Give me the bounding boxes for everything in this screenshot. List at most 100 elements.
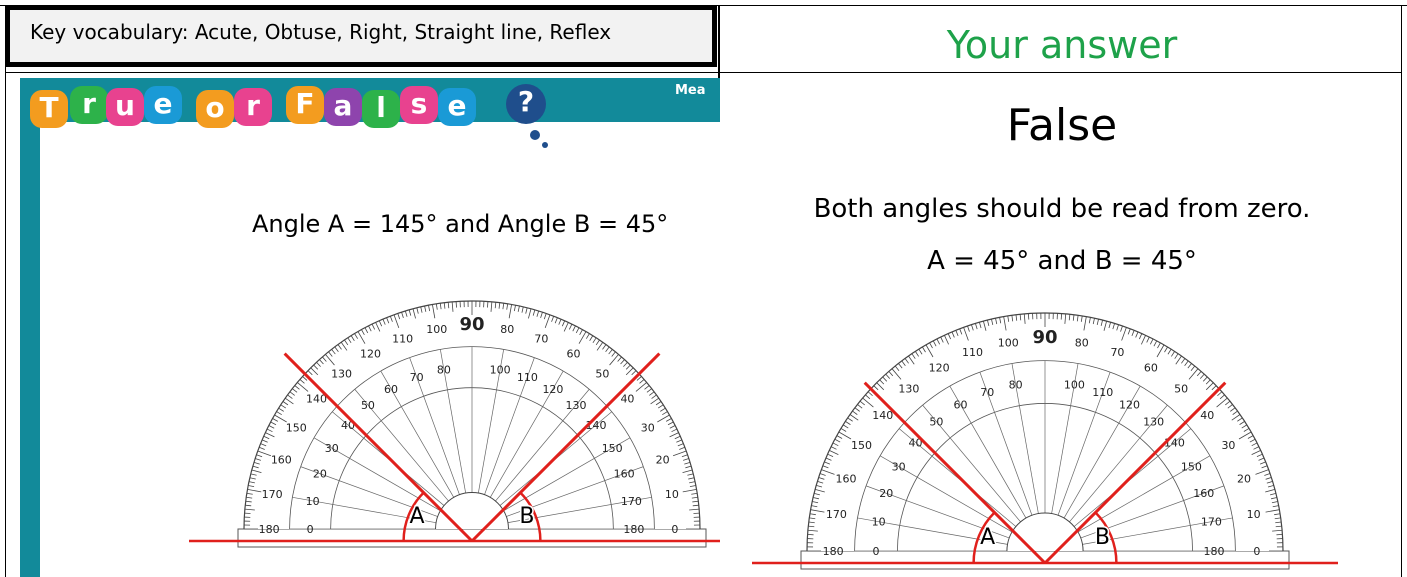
- protractor-tick: [979, 322, 982, 329]
- protractor-tick: [995, 318, 998, 325]
- protractor-tick: [876, 382, 885, 391]
- protractor-tick: [287, 394, 293, 399]
- protractor-tick: [1205, 379, 1211, 385]
- protractor-inner-number: 160: [614, 468, 635, 481]
- protractor-tick: [898, 363, 903, 369]
- protractor-tick: [364, 327, 369, 334]
- protractor-tick: [1253, 446, 1260, 450]
- red-angle-arm: [470, 352, 661, 543]
- protractor-tick: [265, 432, 275, 438]
- protractor-tick: [894, 365, 900, 371]
- protractor-inner-number: 100: [1064, 379, 1085, 392]
- protractor-tick: [589, 335, 594, 341]
- protractor-tick: [428, 305, 431, 312]
- protractor-tick: [983, 321, 987, 331]
- protractor-inner-number: 130: [566, 399, 587, 412]
- protractor-tick: [1096, 319, 1099, 326]
- protractor-inner-number: 50: [929, 416, 943, 429]
- protractor-tick: [563, 322, 569, 332]
- protractor-radial-line: [1082, 517, 1233, 545]
- protractor-tick: [605, 346, 610, 352]
- protractor-tick: [857, 404, 863, 409]
- protractor-tick: [259, 446, 265, 450]
- protractor-tick: [397, 313, 401, 320]
- protractor-tick: [325, 354, 335, 366]
- protractor-tick: [1241, 424, 1248, 429]
- protractor-tick: [313, 364, 319, 370]
- protractor-tick: [302, 376, 308, 381]
- protractor-tick: [248, 481, 255, 484]
- protractor-tick: [1265, 489, 1275, 493]
- protractor-tick: [1112, 323, 1115, 330]
- protractor-tick: [1256, 453, 1263, 458]
- angle-b-arc: [519, 491, 542, 542]
- protractor-outer-number: 60: [566, 347, 580, 360]
- protractor-tick: [671, 428, 678, 433]
- protractor-tick: [251, 469, 262, 473]
- protractor-tick: [620, 359, 625, 365]
- protractor-tick: [991, 319, 994, 326]
- protractor-tick: [812, 501, 819, 504]
- protractor-radial-line: [489, 370, 564, 498]
- protractor-tick: [1190, 365, 1196, 371]
- protractor-tick: [494, 302, 497, 309]
- protractor-radial-line: [292, 496, 437, 524]
- protractor-tick: [375, 322, 381, 332]
- protractor-tick: [691, 496, 698, 499]
- protractor-tick: [578, 331, 587, 344]
- protractor-tick: [689, 481, 696, 484]
- banner-letter: r: [70, 86, 108, 124]
- protractor-tick: [354, 333, 359, 339]
- protractor-tick: [517, 305, 520, 312]
- protractor-inner-number: 130: [1143, 416, 1164, 429]
- protractor-outer-number: 160: [271, 454, 292, 467]
- banner-letter: T: [30, 90, 68, 128]
- protractor-outer-number: 110: [392, 332, 413, 345]
- protractor-inner-number: 70: [410, 371, 424, 384]
- protractor-tick: [1146, 336, 1150, 343]
- protractor-tick: [808, 525, 815, 528]
- protractor-inner-number: 10: [872, 516, 886, 529]
- protractor-tick: [1261, 465, 1268, 469]
- protractor-tick: [932, 340, 937, 347]
- protractor-tick: [1258, 457, 1265, 461]
- protractor-tick: [1068, 314, 1071, 321]
- protractor-tick: [1202, 376, 1208, 382]
- protractor-tick: [987, 319, 990, 326]
- protractor-outer-number: 0: [671, 523, 678, 536]
- protractor-radial-line: [865, 485, 1010, 539]
- protractor-tick: [959, 328, 963, 335]
- protractor-tick: [1271, 501, 1278, 504]
- protractor-radial-line: [1011, 363, 1039, 514]
- protractor-outer-number: 130: [898, 383, 919, 396]
- protractor-tick: [1171, 351, 1175, 357]
- protractor-inner-number: 160: [1193, 487, 1214, 500]
- answer-explanation-line2: A = 45° and B = 45°: [927, 246, 1197, 276]
- protractor-tick: [650, 397, 659, 405]
- protractor-tick: [819, 473, 826, 476]
- protractor-tick: [246, 496, 253, 499]
- protractor-tick: [692, 500, 699, 503]
- protractor-tick: [822, 465, 829, 469]
- protractor-outer-number: 50: [595, 368, 609, 381]
- protractor-tick: [1164, 346, 1168, 353]
- protractor-tick: [1217, 391, 1223, 397]
- protractor-inner-number: 60: [384, 383, 398, 396]
- protractor-tick: [1270, 493, 1277, 496]
- protractor-tick: [337, 344, 342, 350]
- cut-off-label: Mea: [675, 83, 706, 98]
- protractor-tick: [854, 407, 860, 412]
- answer-explanation-line1: Both angles should be read from zero.: [813, 194, 1311, 224]
- protractor-tick: [521, 306, 524, 313]
- protractor-tick: [1157, 342, 1161, 349]
- protractor-radial-line: [949, 385, 1027, 519]
- protractor-tick: [867, 391, 873, 397]
- protractor-tick: [1272, 505, 1279, 508]
- table-border-left: [5, 5, 6, 577]
- protractor-inner-number: 180: [1203, 545, 1224, 558]
- protractor-radial-line: [1080, 485, 1225, 539]
- protractor-tick: [818, 477, 825, 480]
- protractor-tick: [596, 342, 604, 351]
- protractor-tick: [838, 431, 852, 440]
- protractor-inner-number: 60: [954, 399, 968, 412]
